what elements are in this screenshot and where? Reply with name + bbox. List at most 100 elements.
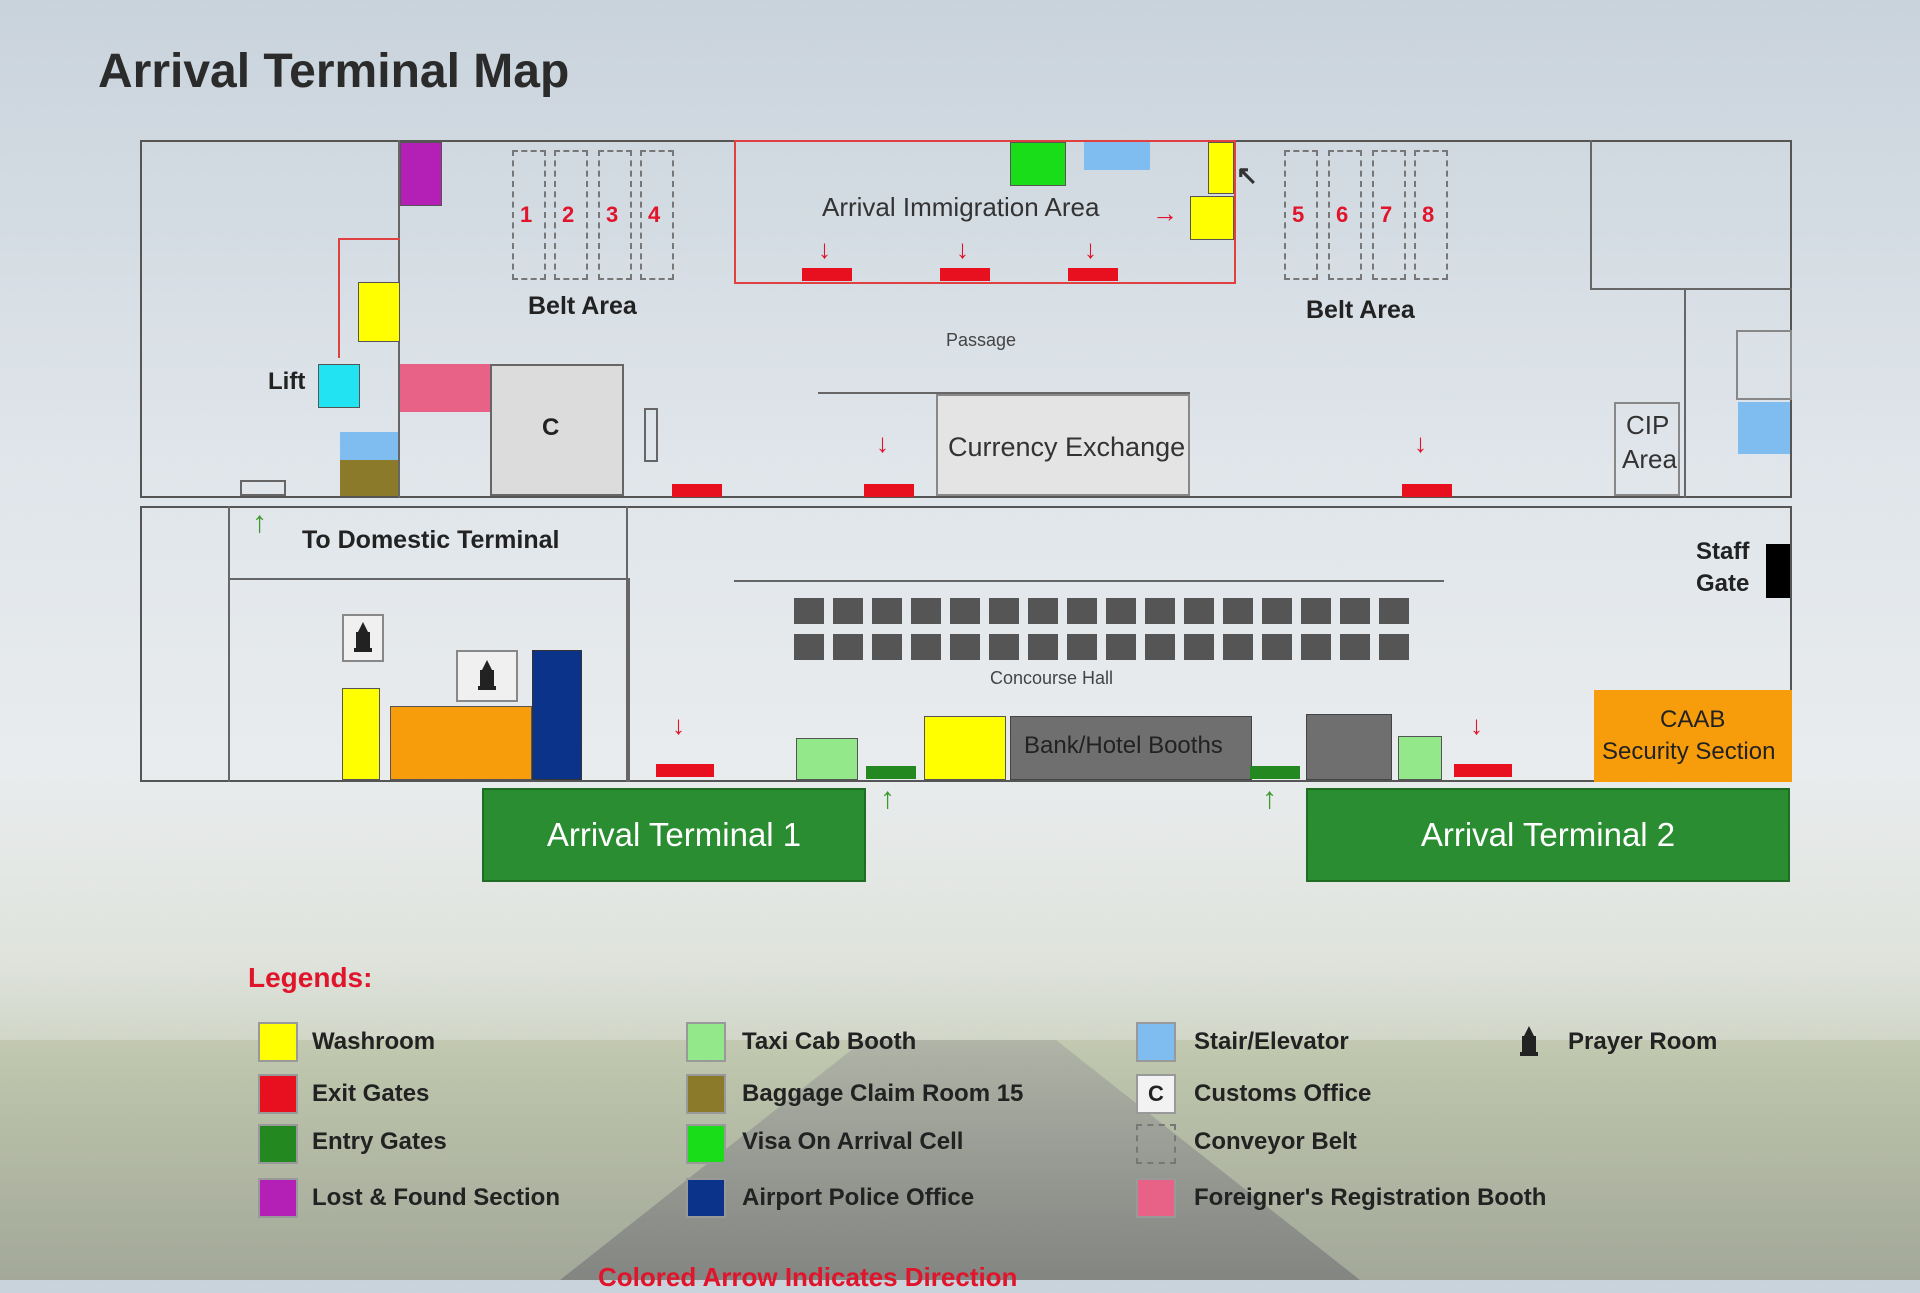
visa-on-arrival-cell[interactable]: [1010, 142, 1066, 186]
legend-label: Washroom: [312, 1028, 436, 1055]
concourse-seat: [911, 598, 941, 624]
immigration-label: Arrival Immigration Area: [822, 192, 1100, 222]
customs-office[interactable]: [490, 364, 624, 496]
direction-arrow: ↖: [1236, 160, 1258, 190]
exit-gate[interactable]: [802, 268, 852, 281]
entry-gates-swatch: [258, 1124, 298, 1164]
concourse-seat: [1184, 598, 1214, 624]
lift[interactable]: [318, 364, 360, 408]
foreigners-registration-booth[interactable]: [400, 364, 490, 412]
kiosk: [644, 408, 658, 462]
wall-segment: [628, 578, 630, 782]
caab-area[interactable]: [390, 706, 532, 780]
domestic-terminal-label: To Domestic Terminal: [302, 526, 560, 554]
lift-route: [338, 238, 400, 358]
exit-gate[interactable]: [672, 484, 722, 497]
conveyor-belt-3: [598, 150, 632, 280]
exit-gate[interactable]: [864, 484, 914, 497]
registration-swatch: [1136, 1178, 1176, 1218]
staff-gate[interactable]: [1766, 544, 1790, 598]
exit-gate[interactable]: [1454, 764, 1512, 777]
concourse-label: Concourse Hall: [990, 668, 1114, 688]
prayer-room-icon: [354, 622, 372, 652]
direction-arrow: ↓: [956, 234, 969, 264]
concourse-seat: [1379, 598, 1409, 624]
legend-label: Stair/Elevator: [1194, 1028, 1349, 1055]
exit-gate[interactable]: [940, 268, 990, 281]
concourse-seat: [1262, 634, 1292, 660]
entry-gate[interactable]: [866, 766, 916, 779]
conveyor-belt-7: [1372, 150, 1406, 280]
exit-gate[interactable]: [1402, 484, 1452, 497]
belt-number: 6: [1336, 202, 1349, 227]
belt-number: 3: [606, 202, 619, 227]
legend-label: Conveyor Belt: [1194, 1128, 1357, 1155]
concourse-seat: [833, 598, 863, 624]
legend-label: Exit Gates: [312, 1080, 430, 1107]
exit-gate[interactable]: [656, 764, 714, 777]
concourse-seat: [1184, 634, 1214, 660]
conveyor-belt-4: [640, 150, 674, 280]
washroom[interactable]: [1208, 142, 1234, 194]
cip-area[interactable]: [1614, 402, 1680, 496]
washroom[interactable]: [358, 282, 400, 342]
direction-arrow: ↓: [1414, 428, 1427, 458]
concourse-seat: [950, 634, 980, 660]
exit-gates-swatch: [258, 1074, 298, 1114]
concourse-seat: [1262, 598, 1292, 624]
concourse-seat: [1301, 634, 1331, 660]
washroom[interactable]: [924, 716, 1006, 780]
prayer-room[interactable]: [456, 650, 518, 702]
stair-elevator[interactable]: [340, 432, 398, 460]
baggage-claim-room[interactable]: [340, 460, 398, 496]
staff-gate-label: Staff: [1696, 538, 1750, 565]
entry-gate[interactable]: [1250, 766, 1300, 779]
concourse-seat: [1223, 634, 1253, 660]
direction-arrow: ↑: [252, 506, 267, 539]
concourse-seat: [1301, 598, 1331, 624]
caab-security-section[interactable]: [1594, 690, 1792, 782]
wall-segment: [1684, 290, 1686, 498]
washroom-swatch: [258, 1022, 298, 1062]
lost-found-section[interactable]: [400, 142, 442, 206]
customs-swatch: C: [1136, 1074, 1176, 1114]
conveyor-belt-8: [1414, 150, 1448, 280]
belt-number: 2: [562, 202, 575, 227]
legend-title: Legends:: [248, 962, 373, 993]
taxi-cab-booth[interactable]: [1398, 736, 1442, 780]
arrival-terminal-2-button[interactable]: Arrival Terminal 2: [1306, 788, 1790, 882]
small-room: [1736, 330, 1792, 400]
concourse-seat: [1106, 598, 1136, 624]
exit-gate[interactable]: [1068, 268, 1118, 281]
concourse-seat: [1106, 634, 1136, 660]
booth[interactable]: [1306, 714, 1392, 780]
taxi-cab-booth[interactable]: [796, 738, 858, 780]
direction-arrow: ↓: [876, 428, 889, 458]
belt-area-left-label: Belt Area: [528, 292, 637, 320]
prayer-room-icon: [478, 660, 496, 690]
lower-hall: [140, 506, 1792, 782]
washroom[interactable]: [1190, 196, 1234, 240]
cip-label: CIP: [1626, 410, 1670, 440]
passage-label: Passage: [946, 330, 1017, 350]
bank-hotel-booths[interactable]: [1010, 716, 1252, 780]
currency-exchange[interactable]: [936, 394, 1190, 496]
direction-arrow: ↓: [818, 234, 831, 264]
legend-label: Baggage Claim Room 15: [742, 1080, 1024, 1107]
domestic-corridor: [228, 506, 628, 782]
airport-police-office[interactable]: [532, 650, 582, 780]
staff-gate-label: Gate: [1696, 570, 1750, 597]
small-counter: [240, 480, 286, 496]
concourse-seat: [872, 634, 902, 660]
belt-number: 8: [1422, 202, 1435, 227]
direction-arrow: ↓: [1084, 234, 1097, 264]
washroom[interactable]: [342, 688, 380, 780]
direction-arrow: ↓: [1470, 710, 1483, 740]
belt-number: 7: [1380, 202, 1393, 227]
concourse-seat: [1145, 634, 1175, 660]
stair-elevator[interactable]: [1738, 402, 1790, 454]
stair-elevator[interactable]: [1084, 142, 1150, 170]
concourse-seat: [1145, 598, 1175, 624]
arrival-terminal-1-button[interactable]: Arrival Terminal 1: [482, 788, 866, 882]
belt-area-right-label: Belt Area: [1306, 296, 1415, 324]
